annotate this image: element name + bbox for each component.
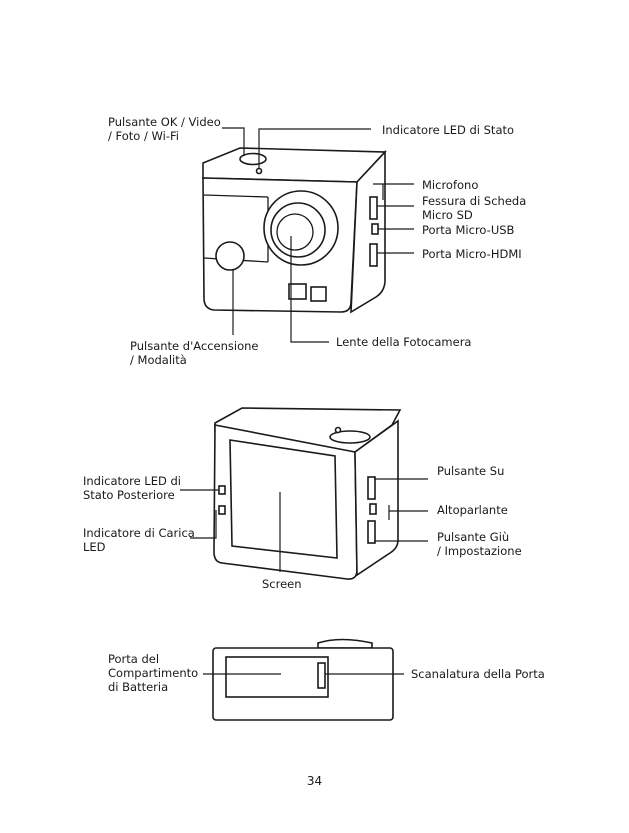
- label-status-led: Indicatore LED di Stato: [382, 123, 515, 137]
- groove-shape: [317, 662, 326, 689]
- status-led-dot: [255, 167, 263, 175]
- camera-rear-view: [180, 407, 428, 580]
- label-rear-led: Indicatore LED di Stato Posteriore: [83, 474, 181, 502]
- label-up-button: Pulsante Su: [437, 464, 505, 478]
- front-square-2: [310, 286, 327, 302]
- label-door-groove: Scanalatura della Porta: [411, 667, 545, 681]
- camera-front-view: [202, 127, 414, 343]
- lens-mid: [270, 202, 326, 258]
- battery-door-shape: [225, 656, 329, 698]
- power-button-shape: [215, 241, 245, 271]
- charge-led-shape: [218, 505, 226, 515]
- speaker-shape: [369, 503, 377, 515]
- label-microphone: Microfono: [422, 178, 479, 192]
- bottom-bump: [317, 638, 373, 649]
- page-number: 34: [306, 774, 323, 788]
- label-charge-led: Indicatore di Carica LED: [83, 526, 195, 554]
- up-button-shape: [367, 476, 376, 500]
- down-button-shape: [367, 520, 376, 544]
- label-battery-door: Porta del Compartimento di Batteria: [108, 652, 199, 694]
- label-power-button: Pulsante d'Accensione / Modalità: [130, 339, 259, 367]
- rear-top-dot: [334, 426, 342, 434]
- front-square-1: [288, 283, 307, 300]
- camera-bottom-view: [203, 638, 404, 721]
- label-hdmi-port: Porta Micro-HDMI: [422, 247, 522, 261]
- rear-led-shape: [218, 485, 226, 495]
- label-screen: Screen: [262, 577, 302, 591]
- usb-port-shape: [371, 223, 379, 235]
- label-lens: Lente della Fotocamera: [336, 335, 472, 349]
- camera-side-face: [350, 149, 386, 314]
- lens-inner: [276, 213, 314, 251]
- rear-side-face: [354, 419, 399, 577]
- hdmi-port-shape: [369, 243, 378, 267]
- sd-slot-shape: [369, 196, 378, 220]
- camera-top-face: [202, 147, 387, 183]
- label-usb-port: Porta Micro-USB: [422, 223, 515, 237]
- rear-screen: [229, 439, 338, 559]
- label-ok-button: Pulsante OK / Video / Foto / Wi-Fi: [108, 115, 221, 143]
- label-speaker: Altoparlante: [437, 503, 508, 517]
- label-sd-slot: Fessura di Scheda Micro SD: [422, 194, 527, 222]
- label-down-button: Pulsante Giù / Impostazione: [437, 530, 522, 558]
- rear-top-button: [329, 430, 371, 444]
